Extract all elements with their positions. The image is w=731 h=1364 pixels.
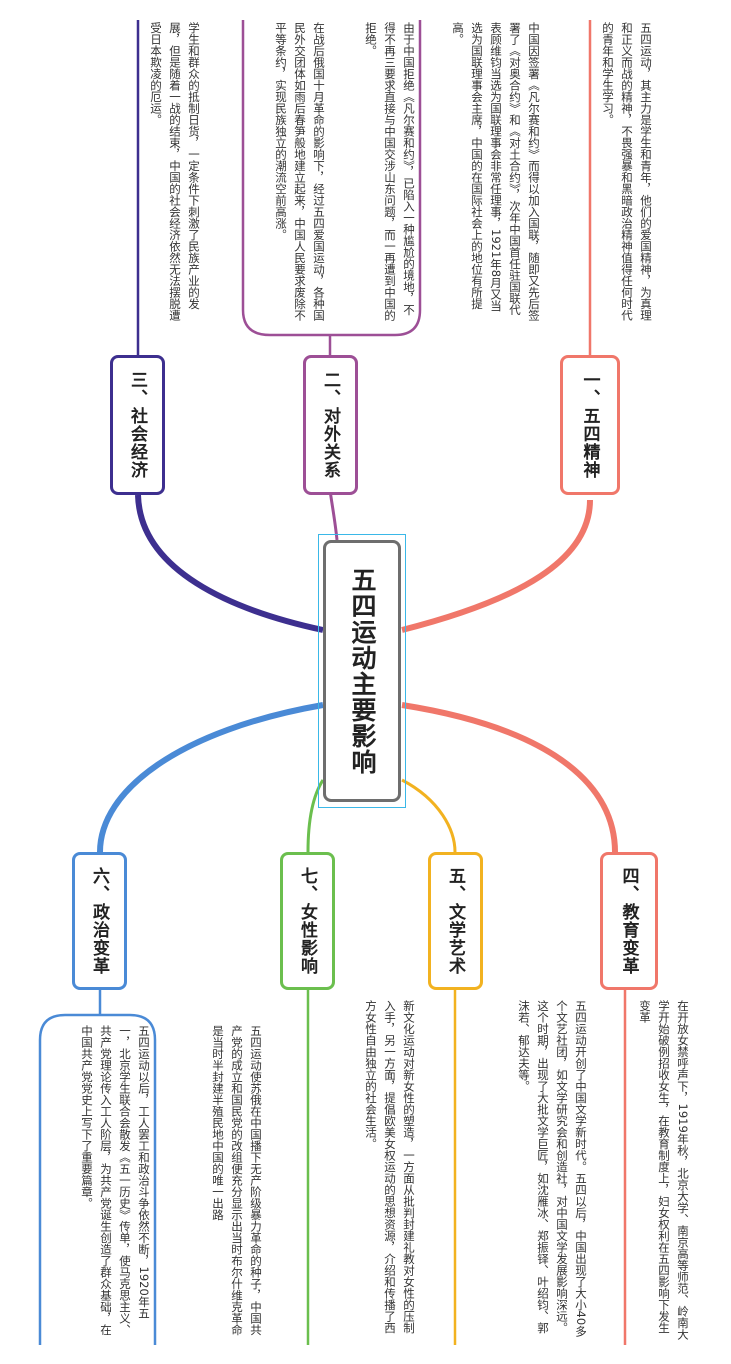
connector-b6	[97, 702, 324, 853]
note-b2-1: 中国因签署《凡尔赛和约》而得以加入国联，随即又先后签署了《对奥合约》和《对土合约…	[451, 22, 541, 321]
branch-node-b5[interactable]: 五、文学艺术	[428, 852, 483, 990]
connector-b7	[306, 779, 325, 853]
center-topic[interactable]: 五四运动主要影响	[323, 540, 401, 802]
note-b2-2: 由于中国拒绝《凡尔赛和约》，已陷入一种尴尬的境地，不得不再三要求直接与中国交涉山…	[364, 22, 416, 321]
note-b2-3: 在战后俄国十月革命的影响下，经过五四爱国运动，各种国民外交团体如雨后春笋般地建立…	[274, 22, 326, 321]
detail-bracket-b6	[38, 1013, 157, 1345]
branch-node-b3[interactable]: 三、社会经济	[110, 355, 165, 495]
note-b6-2: 五四运动以后，工人罢工和政治斗争依然不断，1920年五一，北京学生联合会散发《五…	[80, 1025, 151, 1336]
connector-b2	[328, 489, 339, 541]
note-b5-1: 五四运动开创了中国文学新时代。五四以后，中国出现了大小40多个文艺社团，如文学研…	[517, 1000, 588, 1337]
connector-b4	[401, 702, 618, 853]
branch-label-b6: 六、政治变革	[89, 867, 109, 975]
connector-b5	[401, 778, 457, 853]
connector-b1	[401, 499, 593, 633]
branch-node-b6[interactable]: 六、政治变革	[72, 852, 127, 990]
note-b3-1: 学生和群众的抵制日货，一定条件下刺激了民族产业的发展，但是随着一战的结束，中国的…	[149, 22, 201, 321]
branch-label-b1: 一、五四精神	[579, 371, 600, 479]
branch-label-b2: 二、对外关系	[320, 371, 340, 479]
branch-node-b1[interactable]: 一、五四精神	[560, 355, 620, 495]
connector-b3	[135, 494, 324, 633]
note-b4-1: 在开放女禁呼声下，1919年秋，北京大学、南京高等师范、岭南大学开始破例招收女生…	[638, 1000, 690, 1340]
center-topic-label: 五四运动主要影响	[348, 567, 377, 775]
center-selection-outline	[318, 534, 406, 808]
note-b1-1: 五四运动，其主力是学生和青年，他们的爱国精神，为真理和正义而战的精神，不畏强暴和…	[601, 22, 653, 321]
branch-node-b2[interactable]: 二、对外关系	[303, 355, 358, 495]
branch-node-b7[interactable]: 七、女性影响	[280, 852, 335, 990]
branch-label-b5: 五、文学艺术	[445, 867, 465, 975]
note-b7-1: 新文化运动对新女性的塑造，一方面从批判封建礼教对女性的压制入手，另一方面，提倡欧…	[364, 1000, 416, 1334]
detail-bracket-b2	[241, 20, 422, 337]
branch-node-b4[interactable]: 四、教育变革	[600, 852, 658, 990]
branch-label-b3: 三、社会经济	[127, 371, 147, 479]
note-b6-1: 五四运动使苏俄在中国播下无产阶级暴力革命的种子，中国共产党的成立和国民党的改组便…	[211, 1025, 263, 1336]
branch-label-b4: 四、教育变革	[618, 867, 639, 975]
branch-label-b7: 七、女性影响	[297, 867, 317, 975]
